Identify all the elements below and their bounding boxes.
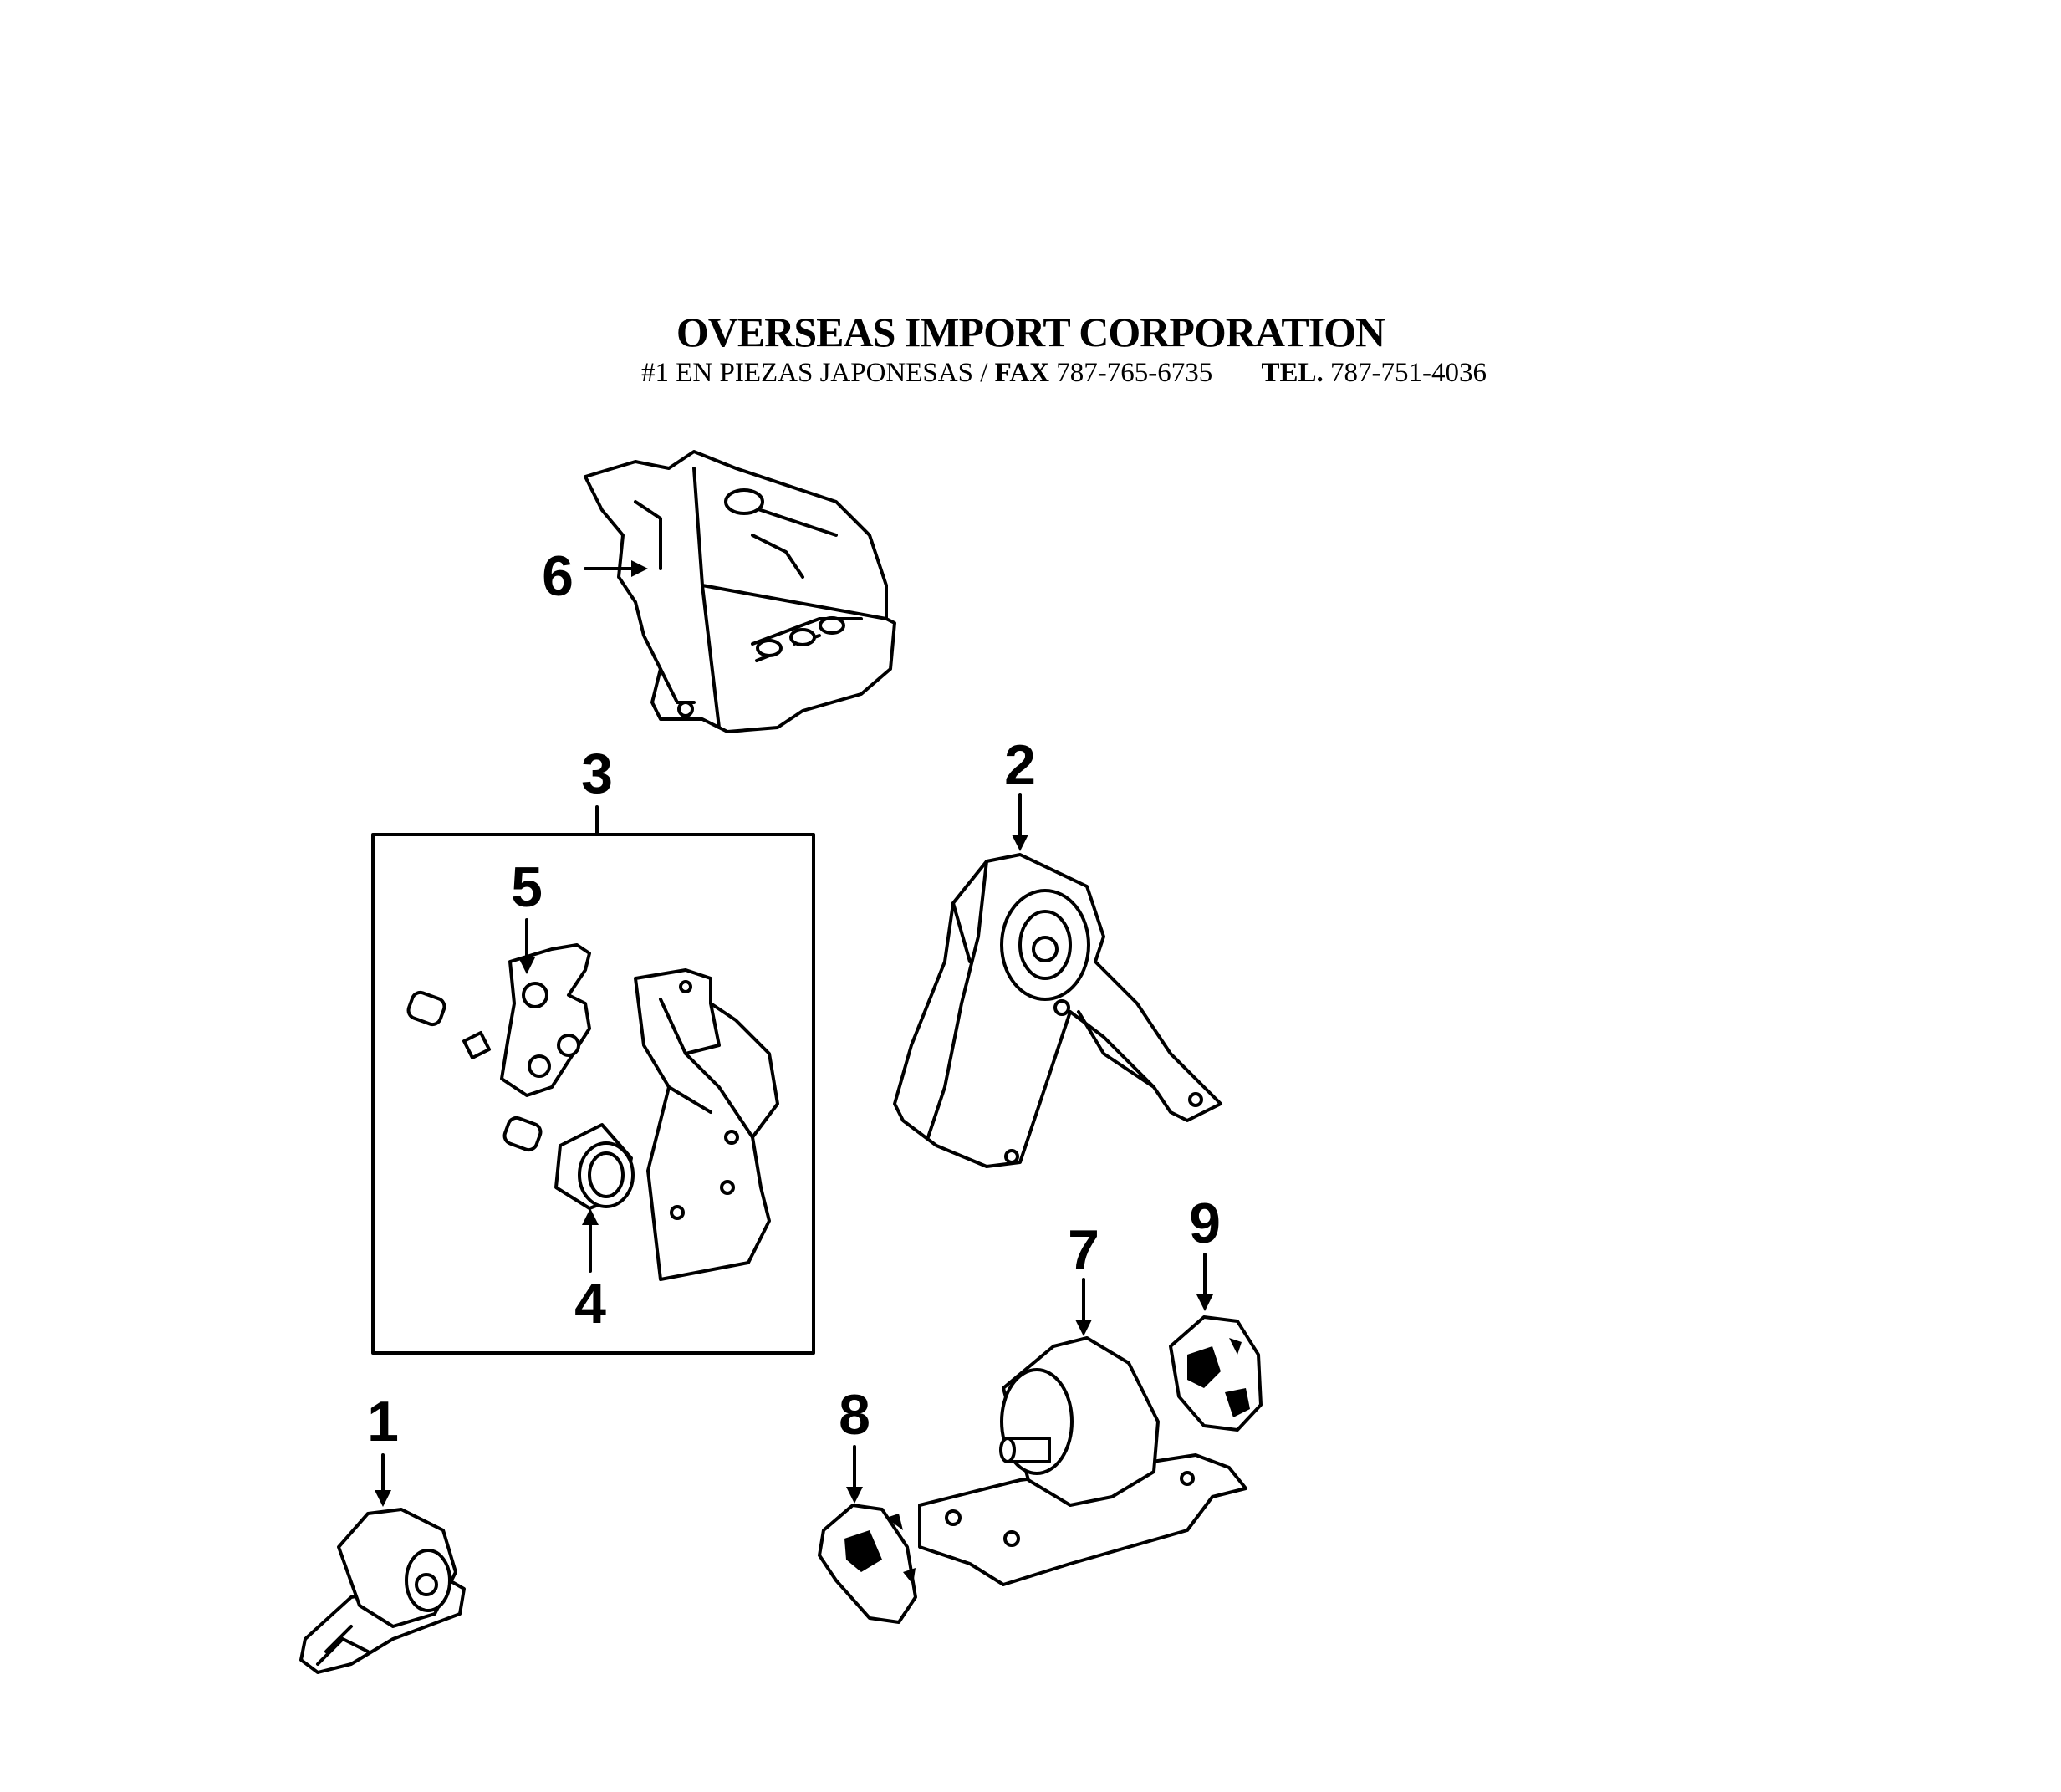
part-6-mount-bracket <box>584 450 896 733</box>
callout-4: 4 <box>574 1272 606 1335</box>
part-8-stopper <box>818 1504 917 1624</box>
fax-label: FAX <box>994 358 1049 388</box>
callout-5: 5 <box>511 855 543 919</box>
part-bushing-small <box>406 990 543 1152</box>
callout-7: 7 <box>1068 1218 1099 1282</box>
part-9-stopper <box>1169 1315 1263 1432</box>
callout-3: 3 <box>581 742 613 805</box>
tel-label: TEL. <box>1261 358 1324 388</box>
callout-6: 6 <box>542 544 574 608</box>
assembly-3-box <box>371 833 815 1355</box>
tel-number: 787-751-4036 <box>1330 358 1487 388</box>
part-7-engine-mount <box>918 1336 1247 1586</box>
callout-8: 8 <box>839 1383 870 1447</box>
callout-1: 1 <box>367 1390 399 1453</box>
part-1-engine-mount <box>299 1508 466 1674</box>
callout-2: 2 <box>1004 733 1036 797</box>
callout-9: 9 <box>1189 1192 1221 1255</box>
company-title: OVERSEAS IMPORT CORPORATION <box>676 309 1385 355</box>
part-5-bracket <box>500 943 591 1097</box>
part-4-cushion <box>554 1123 635 1210</box>
tagline: #1 EN PIEZAS JAPONESAS / <box>640 358 988 388</box>
part-2-engine-mount <box>893 853 1222 1168</box>
part-3-bracket <box>634 968 779 1281</box>
fax-number: 787-765-6735 <box>1056 358 1213 388</box>
company-contact-line: #1 EN PIEZAS JAPONESAS / FAX 787-765-673… <box>0 358 2061 389</box>
